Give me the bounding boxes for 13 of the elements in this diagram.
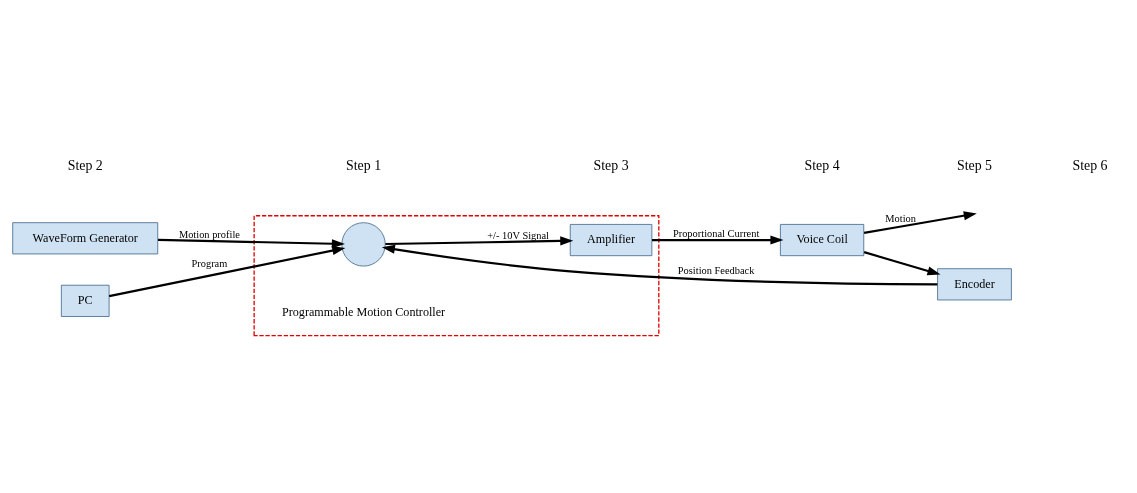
label: Step 3 [593, 157, 629, 173]
edge-label: Proportional Current [672, 227, 760, 239]
label: Step 2 [67, 157, 103, 173]
label: Step 5 [956, 157, 993, 173]
edge-label: Program [191, 257, 228, 269]
label: Step 4 [804, 157, 840, 173]
edge-label: +/- 10V Signal [487, 229, 550, 241]
edge-label: Motion profile [178, 228, 240, 240]
edge-label: Position Feedback [677, 264, 755, 276]
node-label: Programmable Motion Controller [281, 304, 446, 319]
label: Step 1 [346, 157, 382, 173]
edge-label: Motion [885, 212, 916, 224]
label: Step 6 [1072, 157, 1108, 173]
